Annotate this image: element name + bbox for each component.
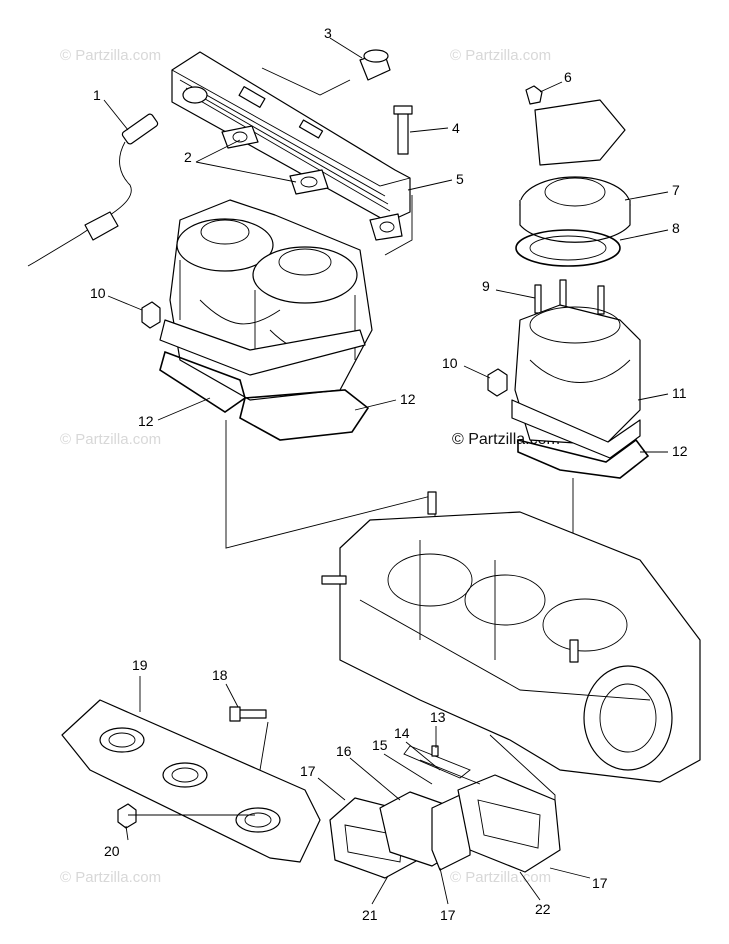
exhaust-gaskets xyxy=(221,125,403,241)
callout-22: 22 xyxy=(535,901,551,917)
callout-2: 2 xyxy=(184,149,192,165)
exhaust-manifold xyxy=(171,51,411,223)
callout-5: 5 xyxy=(456,171,464,187)
callout-17-bottom: 17 xyxy=(440,907,456,923)
callout-10-left: 10 xyxy=(90,285,106,301)
reed-valve-assemblies xyxy=(329,745,561,879)
callout-8: 8 xyxy=(672,220,680,236)
callout-16: 16 xyxy=(336,743,352,759)
intake-manifold xyxy=(61,699,321,863)
callout-18: 18 xyxy=(212,667,228,683)
callout-20: 20 xyxy=(104,843,120,859)
callout-7: 7 xyxy=(672,182,680,198)
watermark-mid-left: © Partzilla.com xyxy=(60,431,161,448)
callout-15: 15 xyxy=(372,737,388,753)
base-gasket-right xyxy=(517,438,650,479)
watermark-bottom-left: © Partzilla.com xyxy=(60,869,161,886)
callout-19: 19 xyxy=(132,657,148,673)
watermark-top-right: © Partzilla.com xyxy=(450,47,551,64)
callout-1: 1 xyxy=(93,87,101,103)
callout-10-right: 10 xyxy=(442,355,458,371)
callout-13: 13 xyxy=(430,709,446,725)
watermark-top-left: © Partzilla.com xyxy=(60,47,161,64)
crankcase xyxy=(321,491,701,783)
callout-11: 11 xyxy=(672,385,687,401)
callout-12-left: 12 xyxy=(138,413,154,429)
callout-17-right: 17 xyxy=(592,875,608,891)
callout-numbers: 1 2 3 4 5 6 7 8 9 10 10 11 12 12 12 13 1… xyxy=(90,25,688,923)
callout-6: 6 xyxy=(564,69,572,85)
callout-21: 21 xyxy=(362,907,378,923)
nut-10-right xyxy=(487,368,508,397)
base-gaskets-left xyxy=(159,350,370,441)
callout-9: 9 xyxy=(482,278,490,294)
cylinder-head-assembly xyxy=(515,85,631,267)
watermark-bottom-right: © Partzilla.com xyxy=(450,869,551,886)
fitting xyxy=(359,49,391,81)
twin-cylinder-assembly xyxy=(159,199,373,401)
callout-12-right: 12 xyxy=(672,443,688,459)
callout-12-middle: 12 xyxy=(400,391,416,407)
bolt-18 xyxy=(229,706,267,722)
callout-17-left: 17 xyxy=(300,763,316,779)
callout-14: 14 xyxy=(394,725,410,741)
cylinder-11 xyxy=(511,304,641,459)
nut-20 xyxy=(117,803,137,829)
nut-10-left xyxy=(141,301,161,329)
callout-leaders xyxy=(103,37,669,905)
callout-4: 4 xyxy=(452,120,460,136)
callout-3: 3 xyxy=(324,25,332,41)
temperature-sensor xyxy=(27,113,159,267)
bolt-4 xyxy=(393,105,413,155)
